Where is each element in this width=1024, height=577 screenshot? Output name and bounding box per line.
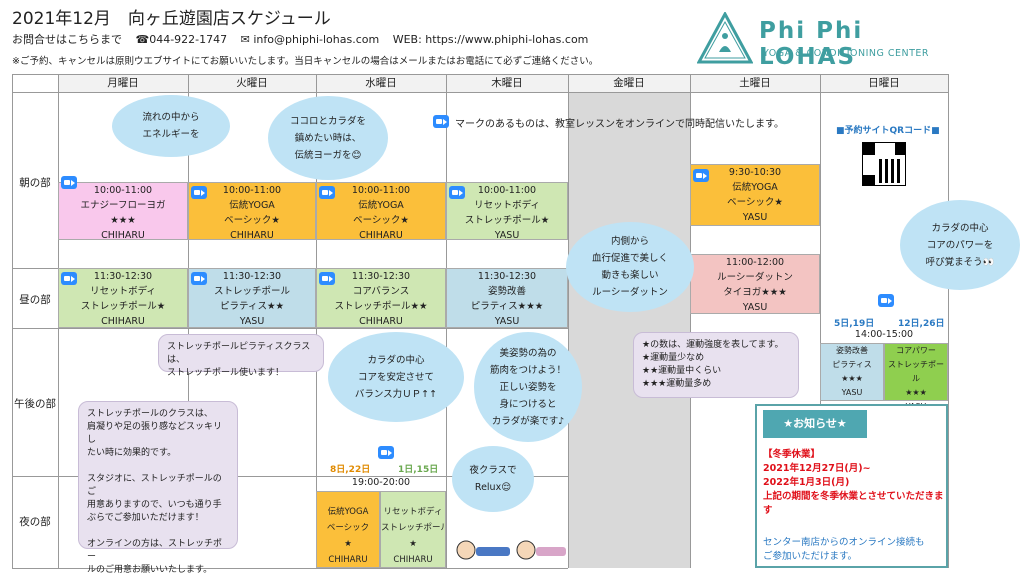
grid-line <box>12 328 568 329</box>
website-link[interactable]: WEB: https://www.phiphi-lohas.com <box>392 33 589 46</box>
zoom-icon <box>378 446 394 459</box>
day-header-tue: 火曜日 <box>188 74 316 92</box>
contact-label: お問合せはこちらまで <box>12 33 122 46</box>
contact-line: お問合せはこちらまで ☎044-922-1747 ✉ info@phiphi-l… <box>12 31 598 47</box>
grid-line <box>12 92 948 93</box>
grid-line <box>12 568 568 569</box>
relaxing-people-icon <box>456 540 566 560</box>
grid-line <box>12 74 13 568</box>
bubble-traditional-yoga: ココロとカラダを 鎮めたい時は、 伝統ヨーガを😊 <box>268 96 388 180</box>
note-star-legend: ★の数は、運動強度を表してます。 ★運動量少なめ ★★運動量中くらい ★★★運動… <box>633 332 799 398</box>
qr-code-icon[interactable] <box>862 142 906 186</box>
class-mon-morning[interactable]: 10:00-11:00 エナジーフローヨガ ★★★ CHIHARU <box>58 182 188 241</box>
lotus-triangle-icon <box>697 12 753 64</box>
day-header-sun: 日曜日 <box>820 74 948 92</box>
sun-dates-b: 12日,26日 <box>898 319 945 329</box>
notice-box: ★お知らせ★ 【冬季休業】 2021年12月27日(月)~ 2022年1月3日(… <box>755 404 948 568</box>
online-notice: マークのあるものは、教室レッスンをオンラインで同時配信いたします。 <box>455 119 784 130</box>
night-time: 19:00-20:00 <box>351 477 411 488</box>
note-stretch-pilates: ストレッチポールピラティスクラスは、 ストレッチポール使います！ <box>158 334 324 378</box>
logo-name: Phi Phi LOHAS <box>759 18 864 70</box>
zoom-icon <box>319 186 335 199</box>
row-label-midday: 昼の部 <box>19 294 51 306</box>
day-header-fri: 金曜日 <box>568 74 690 92</box>
sun-time: 14:00-15:00 <box>854 329 914 340</box>
bubble-energy-flow: 流れの中から エネルギーを <box>112 95 230 157</box>
bubble-core-power: カラダの中心 コアのパワーを 呼び覚まそう👀 <box>900 200 1020 290</box>
day-header-mon: 月曜日 <box>58 74 188 92</box>
notice-tag: ★お知らせ★ <box>763 410 867 438</box>
grid-line <box>12 476 568 477</box>
bubble-posture: 美姿勢の為の 筋肉をつけよう！ 正しい姿勢を 身につけると カラダが楽です♪ <box>474 332 582 442</box>
zoom-icon <box>61 272 77 285</box>
grid-line <box>568 74 569 568</box>
class-sun-pilates[interactable]: 姿勢改善ピラティス★★★YASU <box>820 343 884 401</box>
logo-subtitle: YOGA & CONDITIONING CENTER <box>763 48 930 59</box>
zoom-icon <box>191 272 207 285</box>
email-link[interactable]: ✉ info@phiphi-lohas.com <box>240 33 380 46</box>
grid-line <box>948 74 949 568</box>
studio-logo: Phi Phi LOHAS YOGA & CONDITIONING CENTER <box>697 10 967 70</box>
note-stretch-pole: ストレッチポールのクラスは、 肩凝りや足の張り感などスッキリし たい時に効果的で… <box>78 401 238 575</box>
bubble-ruesi-dutton: 内側から 血行促進で美しく 動きも楽しい ルーシーダットン <box>566 222 694 312</box>
row-label-night: 夜の部 <box>19 516 51 528</box>
day-header-thu: 木曜日 <box>446 74 568 92</box>
page-title: 2021年12月 向ヶ丘遊園店スケジュール <box>12 9 331 29</box>
bubble-night-class: 夜クラスで Relux😌 <box>452 446 534 512</box>
zoom-icon <box>693 169 709 182</box>
row-label-morning: 朝の部 <box>19 177 51 189</box>
winter-holiday-notice: 【冬季休業】 2021年12月27日(月)~ 2022年1月3日(月) 上記の期… <box>763 449 944 516</box>
zoom-icon <box>191 186 207 199</box>
bubble-core-balance: カラダの中心 コアを安定させて バランス力ＵＰ↑↑ <box>328 332 464 422</box>
zoom-icon <box>433 115 449 128</box>
friday-closed <box>568 92 690 568</box>
online-connection-notice: センター南店からのオンライン接続も ご参加いただけます。 <box>763 537 925 562</box>
zoom-icon <box>449 186 465 199</box>
night-dates-a: 8日,22日 <box>330 465 371 475</box>
day-header-wed: 水曜日 <box>316 74 446 92</box>
qr-label: ■予約サイトQRコード■ <box>836 126 940 136</box>
phone-number[interactable]: ☎044-922-1747 <box>135 33 228 46</box>
sun-dates-a: 5日,19日 <box>834 319 875 329</box>
row-label-afternoon: 午後の部 <box>14 398 56 410</box>
grid-line <box>820 74 821 404</box>
class-wed-night-stretch[interactable]: リセットボディストレッチポール★CHIHARU <box>380 491 446 568</box>
day-header-sat: 土曜日 <box>690 74 820 92</box>
zoom-icon <box>319 272 335 285</box>
booking-note: ※ご予約、キャンセルは原則ウエブサイトにてお願いいたします。当日キャンセルの場合… <box>12 56 599 67</box>
grid-line <box>12 74 948 75</box>
zoom-icon <box>61 176 77 189</box>
night-dates-b: 1日,15日 <box>398 465 439 475</box>
grid-line <box>690 74 691 568</box>
zoom-icon <box>878 294 894 307</box>
